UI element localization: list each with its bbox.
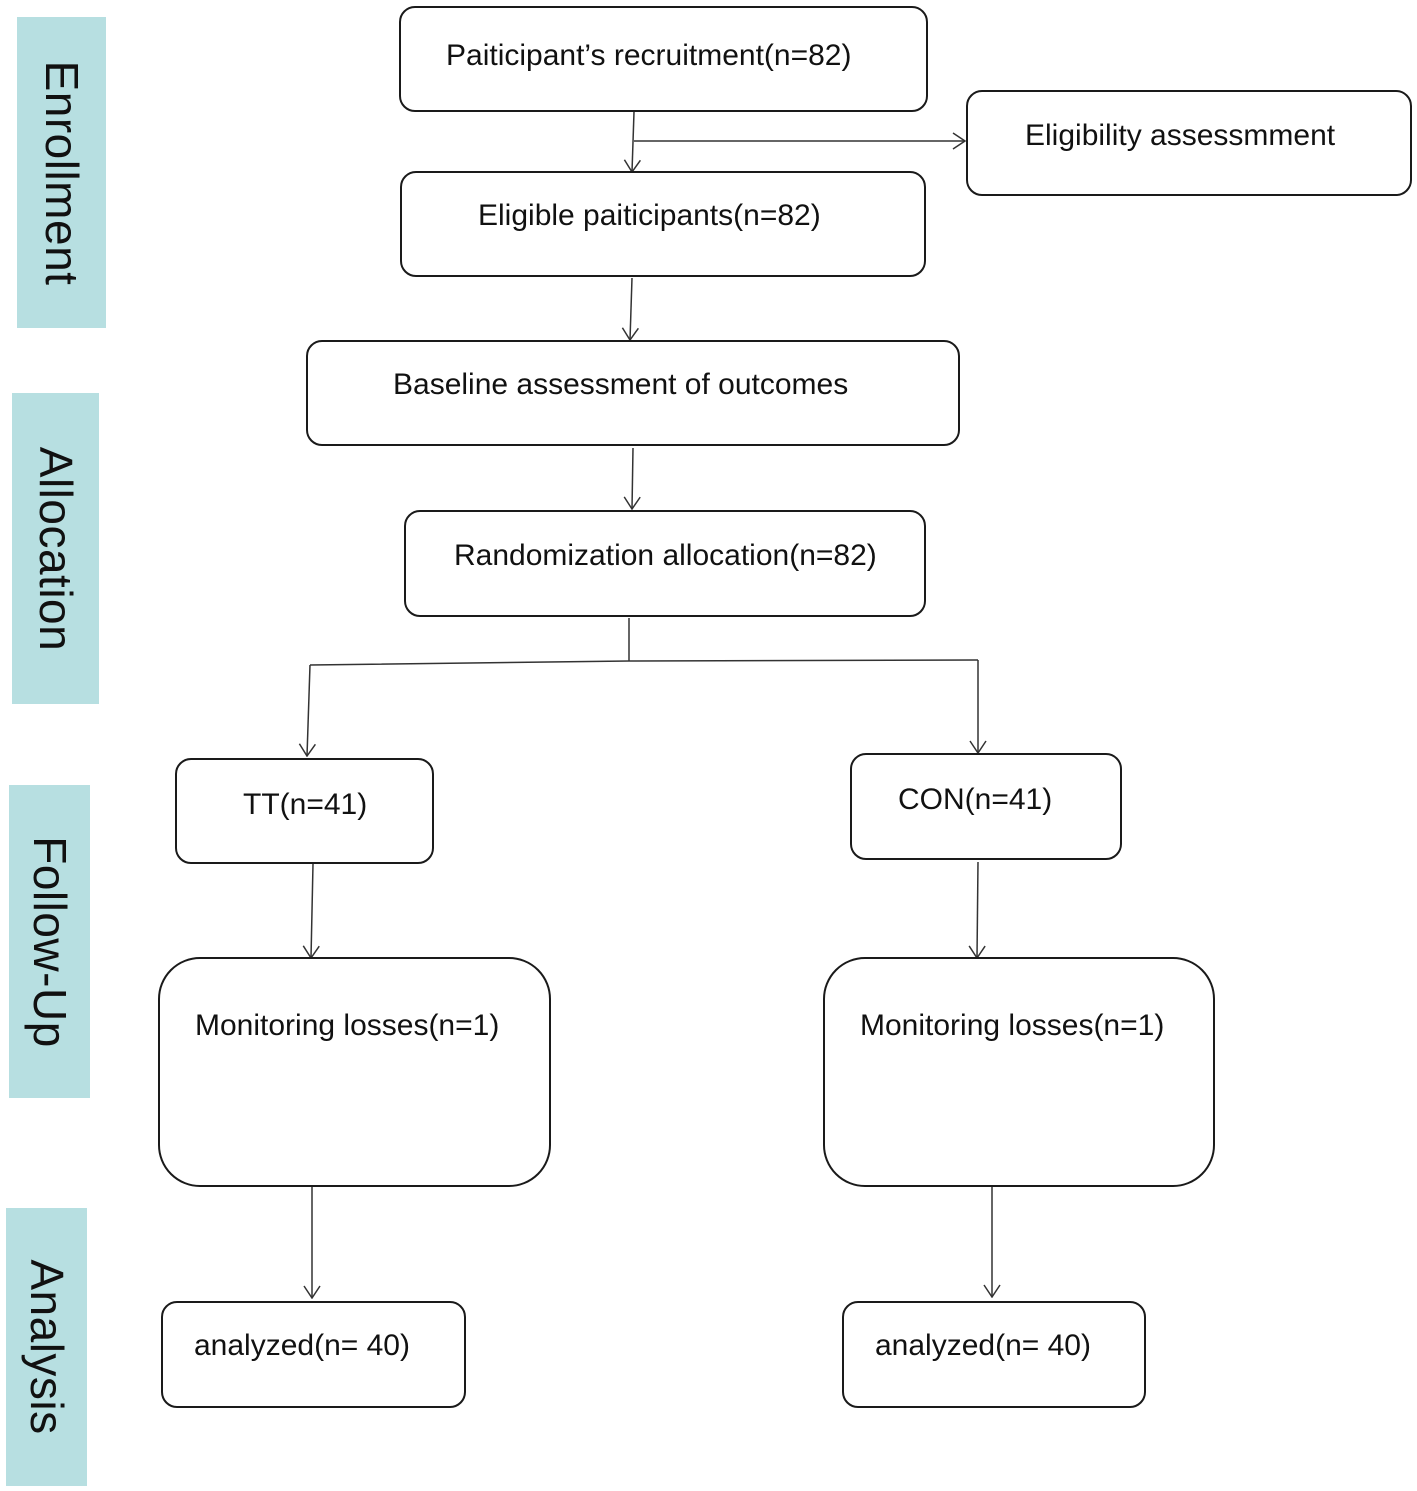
box-recruitment-label: Paiticipant’s recruitment(n=82): [446, 39, 852, 72]
arrow-baseline-to-randomization: [632, 447, 633, 509]
box-con-group: CON(n=41): [850, 753, 1122, 860]
arrow-con-to-losses: [977, 861, 978, 958]
box-con-group-label: CON(n=41): [898, 783, 1053, 816]
box-recruitment: Paiticipant’s recruitment(n=82): [399, 6, 928, 112]
box-eligible-participants-label: Eligible paiticipants(n=82): [478, 199, 821, 232]
box-eligibility-assessment: Eligibility assessmment: [966, 90, 1412, 196]
stage-allocation: Allocation: [12, 393, 99, 704]
box-eligible-participants: Eligible paiticipants(n=82): [400, 171, 926, 277]
arrow-recruitment-to-eligible: [632, 111, 634, 172]
box-eligibility-assessment-label: Eligibility assessmment: [1025, 119, 1336, 152]
box-baseline-assessment-label: Baseline assessment of outcomes: [393, 368, 849, 401]
stage-enrollment: Enrollment: [17, 17, 106, 328]
arrow-branch-to-tt: [307, 664, 310, 756]
box-randomization-label: Randomization allocation(n=82): [454, 539, 877, 572]
arrow-tt-to-losses: [311, 863, 313, 958]
box-tt-group-label: TT(n=41): [243, 788, 368, 821]
box-tt-analyzed: analyzed(n= 40): [161, 1301, 466, 1408]
box-tt-group: TT(n=41): [175, 758, 434, 864]
connector-branch-line: [309, 659, 979, 666]
box-con-losses: Monitoring losses(n=1): [823, 957, 1215, 1187]
box-tt-losses: Monitoring losses(n=1): [158, 957, 551, 1187]
box-randomization: Randomization allocation(n=82): [404, 510, 926, 617]
box-tt-analyzed-label: analyzed(n= 40): [194, 1329, 410, 1362]
stage-follow-up: Follow-Up: [9, 785, 90, 1098]
box-baseline-assessment: Baseline assessment of outcomes: [306, 340, 960, 446]
box-con-analyzed-label: analyzed(n= 40): [875, 1329, 1091, 1362]
arrow-eligible-to-baseline: [630, 277, 632, 340]
box-con-analyzed: analyzed(n= 40): [842, 1301, 1146, 1408]
stage-analysis: Analysis: [6, 1208, 87, 1486]
box-con-losses-label: Monitoring losses(n=1): [860, 1009, 1165, 1042]
box-tt-losses-label: Monitoring losses(n=1): [195, 1009, 500, 1042]
